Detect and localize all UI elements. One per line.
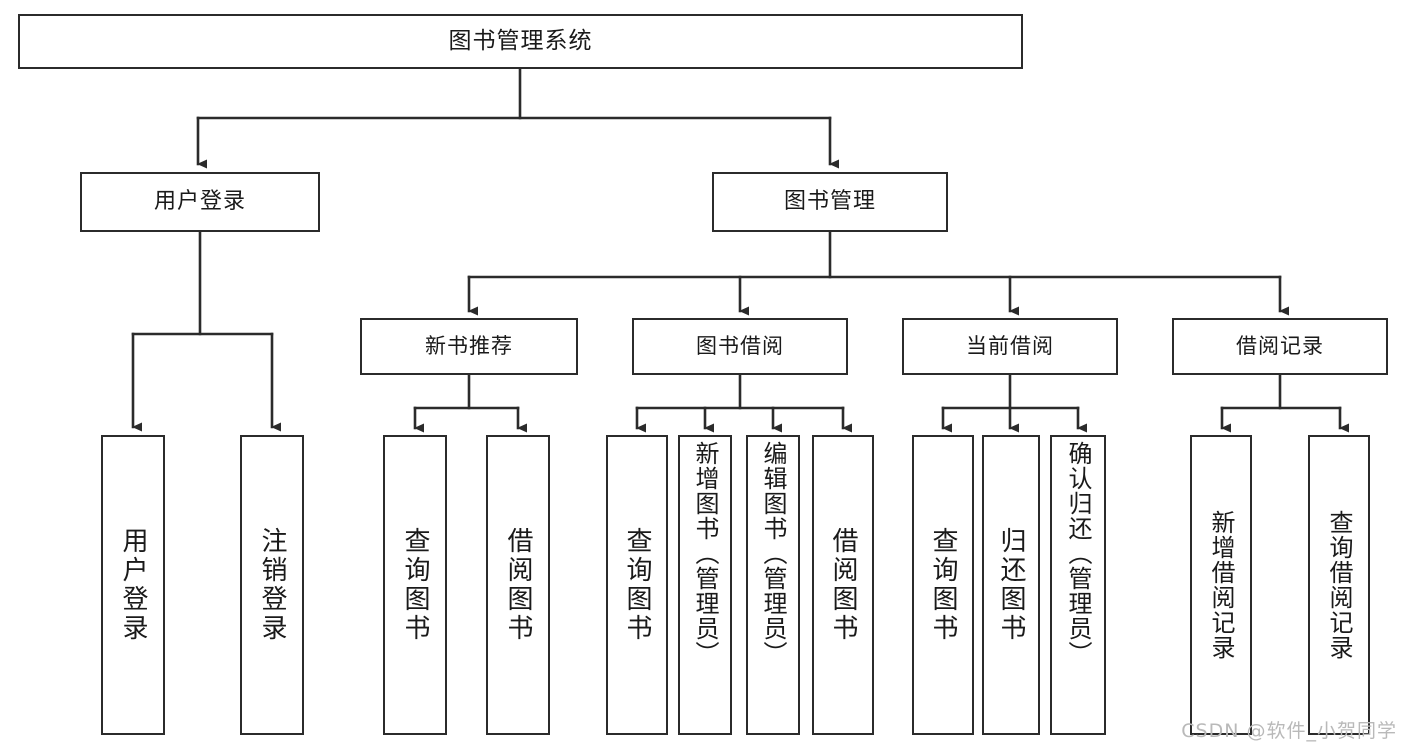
leaf-logout[interactable]: 注销登录 [240, 435, 304, 735]
node-label: 新增借阅记录 [1207, 510, 1235, 660]
leaf-return-book[interactable]: 归还图书 [982, 435, 1040, 735]
leaf-borrow-book[interactable]: 借阅图书 [812, 435, 874, 735]
node-label: 新书推荐 [425, 334, 513, 359]
node-label: 确认归还（管理员） [1064, 441, 1092, 666]
node-new-book-recommend[interactable]: 新书推荐 [360, 318, 578, 375]
node-label: 查询图书 [400, 527, 430, 643]
node-label: 查询借阅记录 [1325, 510, 1353, 660]
node-current-borrow[interactable]: 当前借阅 [902, 318, 1118, 375]
node-label: 查询图书 [928, 527, 958, 643]
node-label: 借阅记录 [1236, 334, 1324, 359]
leaf-query-book-borrow[interactable]: 查询图书 [606, 435, 668, 735]
csdn-watermark: CSDN @软件_小贺同学 [1181, 720, 1397, 742]
node-label: 用户登录 [153, 189, 246, 215]
leaf-add-borrow-record[interactable]: 新增借阅记录 [1190, 435, 1252, 735]
leaf-query-book-current[interactable]: 查询图书 [912, 435, 974, 735]
node-label: 归还图书 [996, 527, 1026, 643]
node-label: 注销登录 [257, 527, 287, 643]
leaf-confirm-return-admin[interactable]: 确认归还（管理员） [1050, 435, 1106, 735]
node-label: 图书管理系统 [448, 27, 593, 54]
leaf-user-login[interactable]: 用户登录 [101, 435, 165, 735]
node-borrow-record[interactable]: 借阅记录 [1172, 318, 1388, 375]
node-label: 用户登录 [118, 527, 148, 643]
node-label: 借阅图书 [828, 527, 858, 643]
node-label: 当前借阅 [966, 334, 1054, 359]
leaf-edit-book-admin[interactable]: 编辑图书（管理员） [746, 435, 800, 735]
node-label: 新增图书（管理员） [691, 441, 719, 666]
node-label: 查询图书 [622, 527, 652, 643]
node-user-login[interactable]: 用户登录 [80, 172, 320, 232]
node-label: 借阅图书 [503, 527, 533, 643]
leaf-query-borrow-record[interactable]: 查询借阅记录 [1308, 435, 1370, 735]
leaf-query-book-recommend[interactable]: 查询图书 [383, 435, 447, 735]
node-label: 图书借阅 [696, 334, 784, 359]
node-book-borrow[interactable]: 图书借阅 [632, 318, 848, 375]
leaf-add-book-admin[interactable]: 新增图书（管理员） [678, 435, 732, 735]
node-label: 编辑图书（管理员） [759, 441, 787, 666]
node-book-management[interactable]: 图书管理 [712, 172, 948, 232]
node-label: 图书管理 [783, 189, 876, 215]
node-root-book-management-system[interactable]: 图书管理系统 [18, 14, 1023, 69]
leaf-borrow-book-recommend[interactable]: 借阅图书 [486, 435, 550, 735]
